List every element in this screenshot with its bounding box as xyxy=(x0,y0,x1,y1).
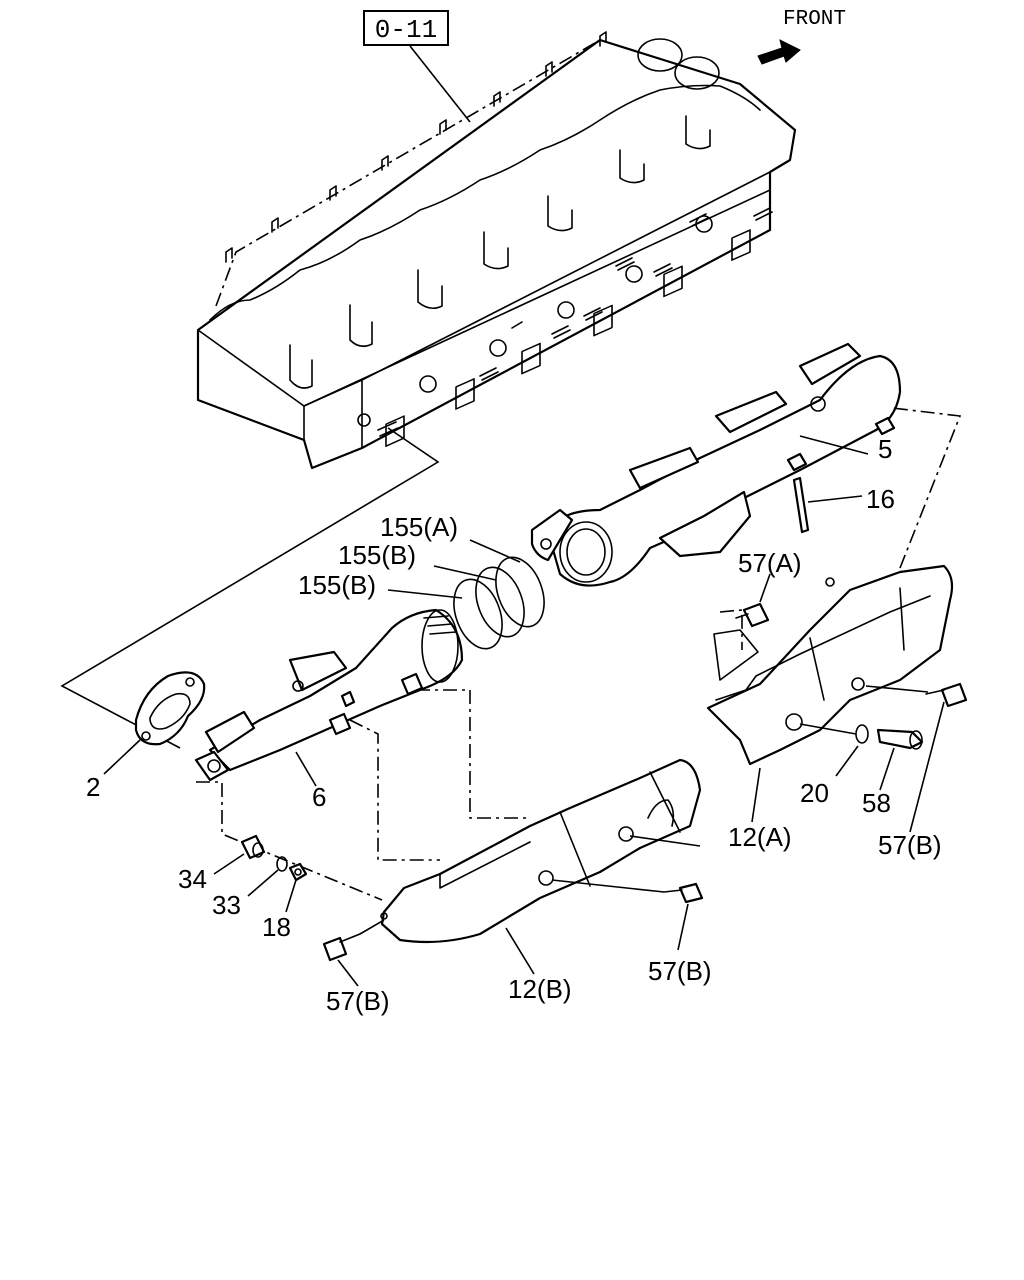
callout-5: 5 xyxy=(878,434,892,464)
exhaust-manifold-front[interactable] xyxy=(194,608,464,782)
cylinder-head xyxy=(196,31,797,470)
callout-6: 6 xyxy=(312,782,326,812)
callout-57b-middle: 57(B) xyxy=(648,956,712,986)
bolt-57a[interactable] xyxy=(735,602,770,628)
callout-57a: 57(A) xyxy=(738,548,802,578)
heat-shield-front[interactable] xyxy=(380,758,702,944)
callout-12b: 12(B) xyxy=(508,974,572,1004)
callout-16: 16 xyxy=(866,484,895,514)
callout-155b-upper: 155(B) xyxy=(338,540,416,570)
exhaust-manifold-rear[interactable] xyxy=(530,342,902,587)
manifold-gasket[interactable] xyxy=(134,671,206,746)
callout-12a: 12(A) xyxy=(728,822,792,852)
bolt-57b-right[interactable] xyxy=(925,682,968,708)
seal-rings[interactable] xyxy=(445,551,553,656)
spacer-34[interactable] xyxy=(240,834,266,860)
reference-box-label: 0-11 xyxy=(375,15,437,45)
callout-57b-right: 57(B) xyxy=(878,830,942,860)
stud-bolt[interactable] xyxy=(792,476,810,534)
washer-20[interactable] xyxy=(855,724,869,744)
callout-58: 58 xyxy=(862,788,891,818)
callout-20: 20 xyxy=(800,778,829,808)
bolt-57b-left[interactable] xyxy=(322,933,361,962)
front-label: FRONT xyxy=(783,8,846,31)
callout-155b-lower: 155(B) xyxy=(298,570,376,600)
reference-box[interactable]: 0-11 xyxy=(363,10,449,46)
callout-155a: 155(A) xyxy=(380,512,458,542)
spacer-bolt-58[interactable] xyxy=(876,728,924,750)
callout-57b-left: 57(B) xyxy=(326,986,390,1016)
heat-shield-rear[interactable] xyxy=(706,564,954,766)
callout-18: 18 xyxy=(262,912,291,942)
washer-33[interactable] xyxy=(276,856,288,872)
callout-34: 34 xyxy=(178,864,207,894)
nut-18[interactable] xyxy=(288,862,308,882)
callout-2: 2 xyxy=(86,772,100,802)
callout-33: 33 xyxy=(212,890,241,920)
front-arrow-icon xyxy=(757,39,801,65)
bolt-57b-middle[interactable] xyxy=(663,882,704,904)
